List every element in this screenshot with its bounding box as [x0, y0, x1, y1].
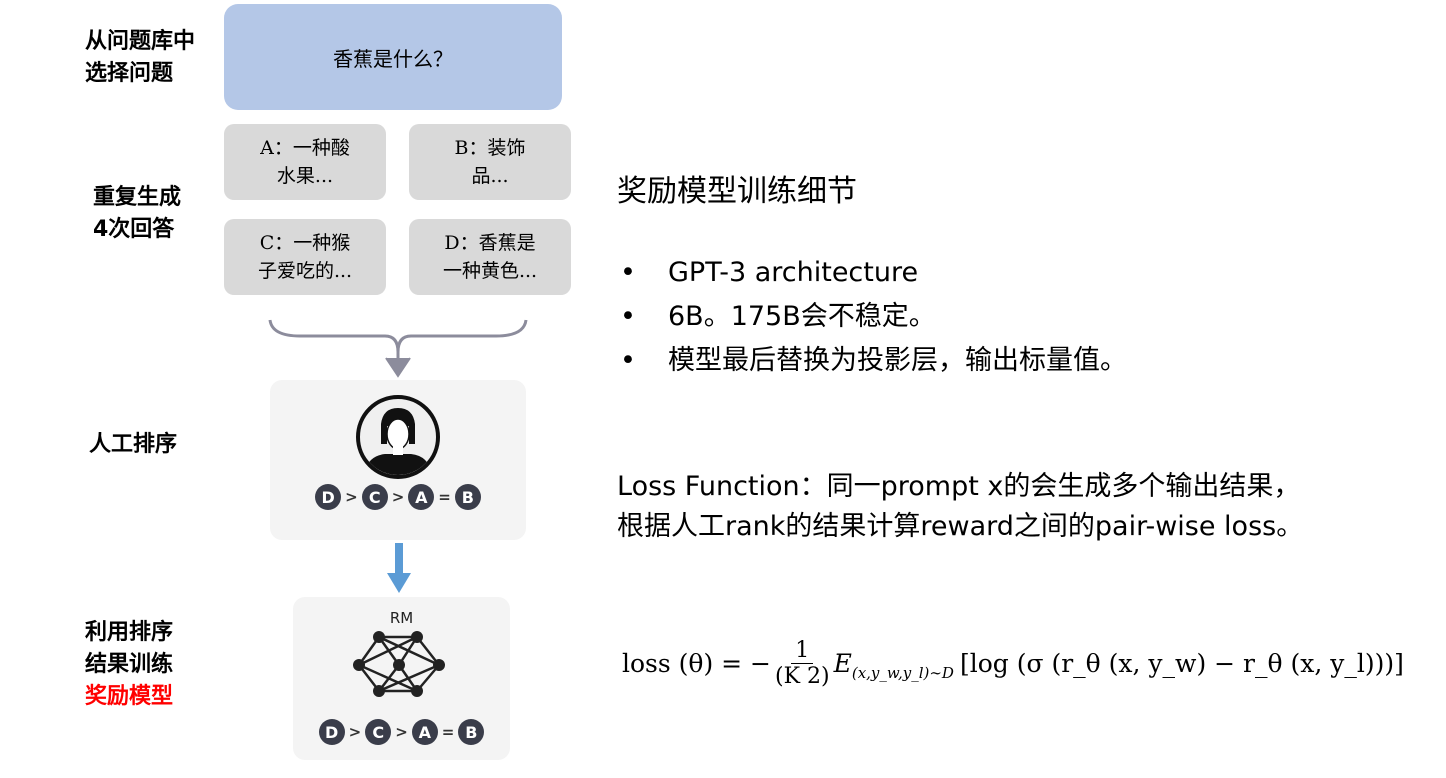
brace-arrow-icon	[268, 319, 528, 378]
bullet-list: • GPT-3 architecture • 6B。175B会不稳定。 • 模型最后替…	[618, 251, 1127, 383]
formula-body: [log (σ (r_θ (x, y_w) − r_θ (x, y_l)))]	[959, 649, 1404, 678]
rank-chip: B	[454, 484, 481, 510]
label-line: 从问题库中	[85, 29, 196, 54]
label-line-highlight: 奖励模型	[85, 684, 174, 709]
rank-operator: >	[395, 723, 408, 741]
human-ranking-panel: D > C > A = B	[270, 380, 526, 540]
bullet-dot-icon: •	[620, 345, 636, 376]
label-line: 结果训练	[85, 652, 174, 677]
bullet-text: 模型最后替换为投影层，输出标量值。	[668, 345, 1127, 376]
rank-chip: A	[408, 484, 435, 510]
rank-chip: B	[458, 719, 485, 745]
bullet-text: 6B。175B会不稳定。	[668, 301, 936, 332]
label-human-rank: 人工排序	[89, 432, 178, 457]
neural-network-icon	[353, 631, 445, 697]
answer-box-d: D：香蕉是 一种黄色...	[409, 219, 571, 295]
bullet-item: • 模型最后替换为投影层，输出标量值。	[618, 339, 1127, 383]
label-select-question: 从问题库中 选择问题	[85, 26, 195, 90]
ranking-row: D > C > A = B	[270, 484, 526, 510]
reward-model-panel: RM D > C > A = B	[293, 597, 510, 760]
down-arrow-icon	[387, 543, 411, 593]
rank-chip: C	[361, 484, 388, 510]
ranking-row: D > C > A = B	[293, 719, 510, 745]
formula-denominator: (K 2)	[775, 664, 830, 689]
rank-operator: >	[345, 488, 358, 506]
answer-box-a: A：一种酸 水果...	[224, 124, 386, 200]
bullet-dot-icon: •	[620, 301, 636, 332]
bullet-text: GPT-3 architecture	[668, 257, 919, 288]
label-repeat-generate: 重复生成 4次回答	[93, 182, 181, 246]
loss-text-line: 根据人工rank的结果计算reward之间的pair-wise loss。	[617, 511, 1304, 542]
rank-chip: D	[318, 719, 345, 745]
question-text: 香蕉是什么？	[333, 46, 453, 71]
label-line: 利用排序	[85, 620, 174, 645]
formula-numerator: 1	[791, 638, 814, 664]
person-avatar-icon	[356, 395, 440, 479]
label-line: 4次回答	[93, 217, 175, 242]
answer-box-c: C：一种猴 子爱吃的...	[224, 219, 386, 295]
label-train-rm: 利用排序 结果训练 奖励模型	[85, 617, 173, 713]
loss-text-line: Loss Function：同一prompt x的会生成多个输出结果，	[617, 471, 1301, 502]
formula-fraction: 1 (K 2)	[775, 638, 830, 689]
rank-chip: A	[411, 719, 438, 745]
formula-lhs: loss (θ) = −	[622, 649, 771, 678]
rank-operator: >	[348, 723, 362, 741]
answer-box-b: B：装饰 品...	[409, 124, 571, 200]
rm-label: RM	[389, 609, 414, 627]
rank-operator: =	[438, 488, 451, 506]
formula-expectation: E	[833, 649, 852, 678]
question-box: 香蕉是什么？	[224, 4, 562, 110]
loss-formula: loss (θ) = − 1 (K 2) E(x,y_w,y_l)∼D [log…	[622, 638, 1404, 689]
section-title: 奖励模型训练细节	[617, 174, 857, 209]
label-line: 重复生成	[93, 185, 182, 210]
rank-chip: C	[365, 719, 392, 745]
formula-expectation-subscript: (x,y_w,y_l)∼D	[851, 663, 954, 682]
bullet-dot-icon: •	[620, 257, 636, 288]
loss-description: Loss Function：同一prompt x的会生成多个输出结果， 根据人工…	[617, 467, 1303, 547]
rank-operator: =	[441, 723, 455, 741]
rank-chip: D	[315, 484, 342, 510]
rank-operator: >	[391, 488, 405, 506]
bullet-item: • GPT-3 architecture	[618, 251, 1127, 295]
label-line: 选择问题	[85, 61, 174, 86]
bullet-item: • 6B。175B会不稳定。	[618, 295, 1127, 339]
